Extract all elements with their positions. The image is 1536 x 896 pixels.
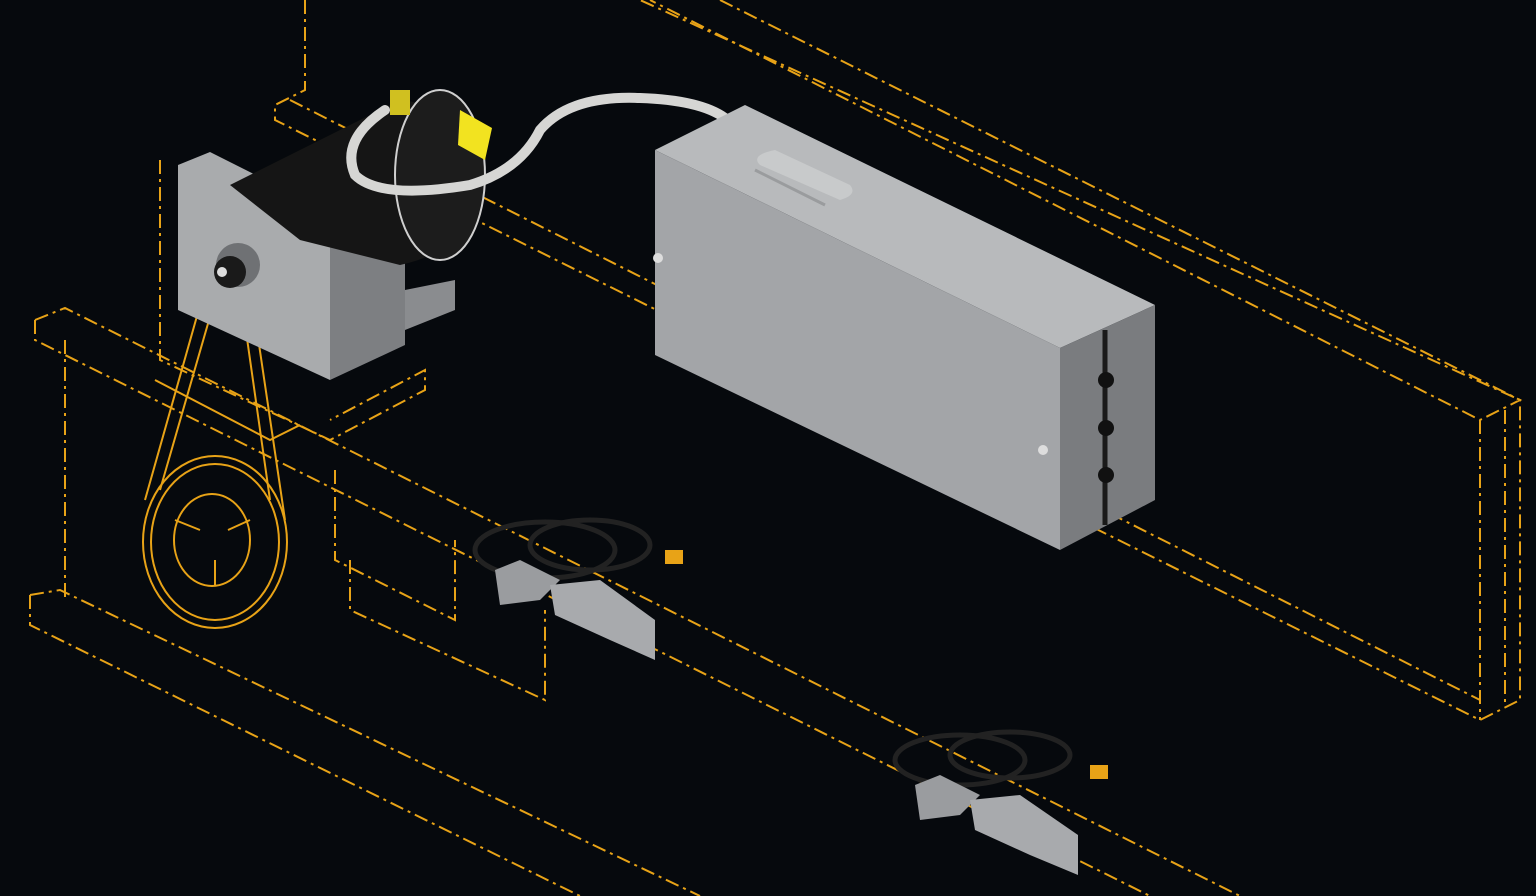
belt-icon bbox=[144, 269, 301, 521]
cable-icon bbox=[346, 92, 730, 196]
pulley-icon bbox=[142, 455, 288, 629]
sensor-icon bbox=[472, 517, 683, 660]
control-box-icon bbox=[653, 105, 1155, 550]
sensor-icon bbox=[892, 729, 1108, 875]
